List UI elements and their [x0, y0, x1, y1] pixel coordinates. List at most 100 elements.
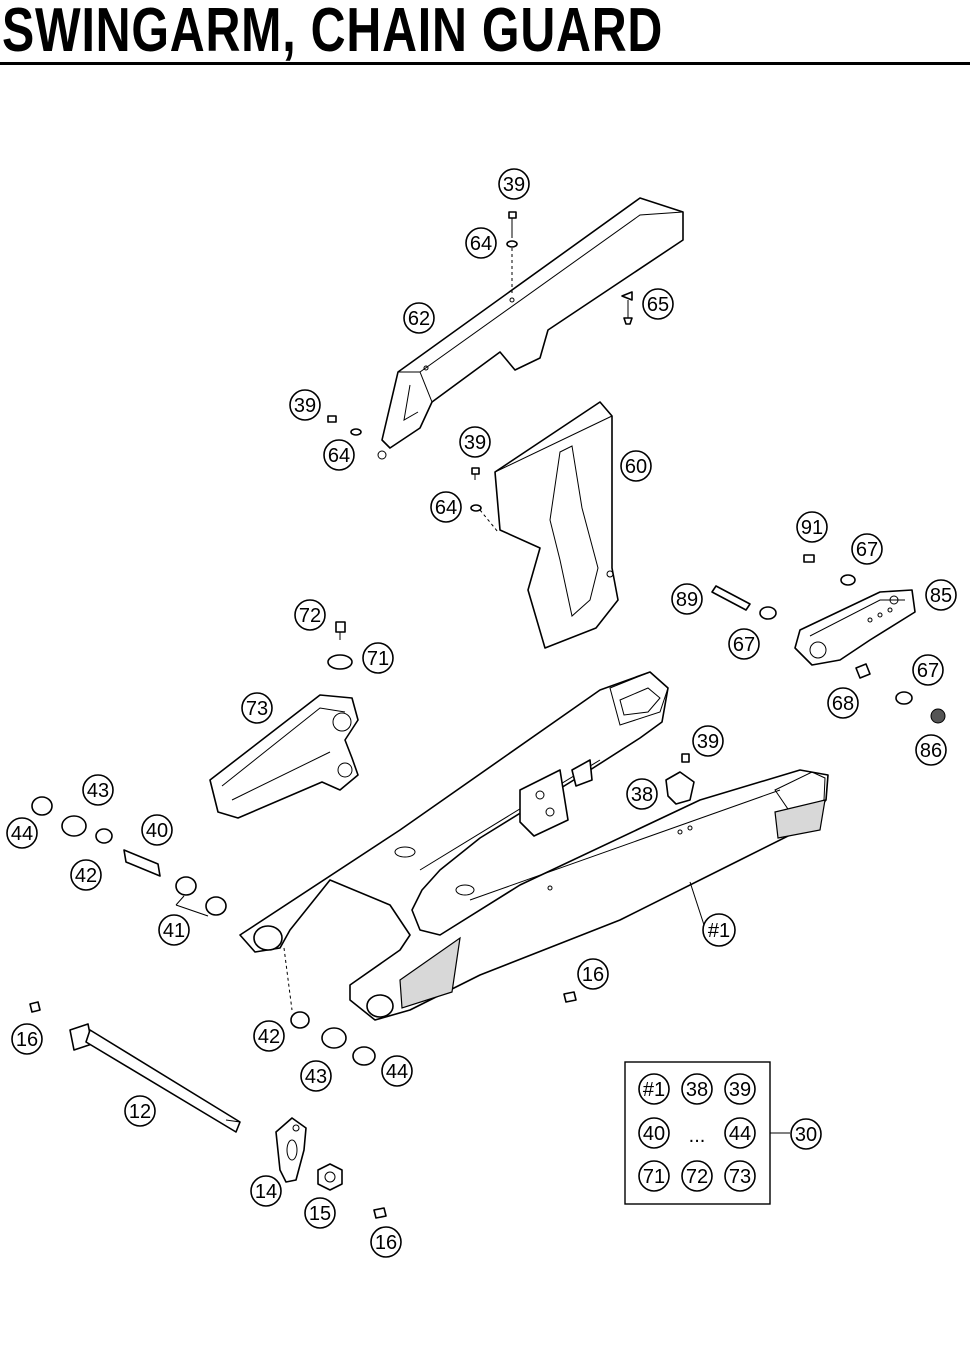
- svg-text:40: 40: [146, 820, 168, 842]
- svg-text:16: 16: [375, 1232, 397, 1254]
- bolt-washer-left-part: [327, 415, 362, 436]
- pivot-bearings-left-part: [31, 796, 227, 917]
- chain-guide-hardware-part: [711, 554, 946, 724]
- leader-line: [689, 881, 706, 929]
- shaft-nut-part: [317, 1163, 343, 1191]
- kit-contents-box: #1 38 39 40 ... 44 71 72 73 30: [624, 1061, 822, 1205]
- svg-text:44: 44: [729, 1123, 751, 1145]
- svg-text:43: 43: [87, 780, 109, 802]
- callout-43-right: 43: [300, 1060, 332, 1092]
- svg-text:15: 15: [309, 1203, 331, 1225]
- title-underline: [0, 62, 970, 65]
- callout-16-bottom: 16: [370, 1226, 402, 1258]
- svg-text:44: 44: [11, 823, 33, 845]
- kit-item-72: 72: [681, 1160, 713, 1192]
- callout-39-mid: 39: [459, 426, 491, 458]
- callout-swingarm: #1: [702, 913, 736, 947]
- callout-64-left: 64: [323, 439, 355, 471]
- svg-text:73: 73: [246, 698, 268, 720]
- page-title: SWINGARM, CHAIN GUARD: [2, 0, 664, 65]
- bolt-washer-top-part: [506, 211, 518, 295]
- callout-39-top: 39: [498, 168, 530, 200]
- callout-44-right: 44: [381, 1055, 413, 1087]
- svg-text:67: 67: [856, 539, 878, 561]
- svg-text:...: ...: [689, 1125, 706, 1147]
- svg-text:39: 39: [464, 432, 486, 454]
- svg-text:42: 42: [258, 1026, 280, 1048]
- kit-label-30: 30: [790, 1118, 822, 1150]
- svg-text:39: 39: [697, 731, 719, 753]
- callout-65: 65: [642, 288, 674, 320]
- plug-part: [621, 291, 633, 325]
- callout-39-left: 39: [289, 389, 321, 421]
- svg-text:71: 71: [367, 648, 389, 670]
- callout-16-left: 16: [11, 1023, 43, 1055]
- kit-item-ellipsis: ...: [689, 1125, 706, 1147]
- svg-text:43: 43: [305, 1066, 327, 1088]
- callout-67-top: 67: [851, 533, 883, 565]
- bolt-washer-mid-part: [470, 467, 499, 533]
- kit-item-1: #1: [638, 1073, 670, 1105]
- callout-91: 91: [796, 511, 828, 543]
- svg-text:#1: #1: [708, 920, 730, 942]
- shaft-plate-part: [275, 1117, 307, 1183]
- callout-42-left: 42: [70, 859, 102, 891]
- callout-44-left: 44: [6, 817, 38, 849]
- svg-text:72: 72: [299, 605, 321, 627]
- callout-15: 15: [304, 1197, 336, 1229]
- svg-text:39: 39: [729, 1079, 751, 1101]
- callout-67-right: 67: [912, 654, 944, 686]
- svg-text:38: 38: [631, 784, 653, 806]
- callout-85: 85: [925, 579, 957, 611]
- callout-41: 41: [158, 914, 190, 946]
- svg-text:16: 16: [582, 964, 604, 986]
- kit-item-73: 73: [724, 1160, 756, 1192]
- svg-text:85: 85: [930, 585, 952, 607]
- callout-68: 68: [827, 687, 859, 719]
- svg-text:89: 89: [676, 589, 698, 611]
- chain-guard-lower-part: [494, 401, 619, 649]
- callout-89: 89: [671, 583, 703, 615]
- callout-14: 14: [250, 1175, 282, 1207]
- svg-text:65: 65: [647, 294, 669, 316]
- guard-bracket-part: [665, 753, 695, 805]
- callout-73: 73: [241, 692, 273, 724]
- chain-guard-upper-part: [377, 197, 684, 460]
- callout-64-top: 64: [465, 227, 497, 259]
- slider-bolt-part: [327, 621, 353, 670]
- svg-text:64: 64: [328, 445, 350, 467]
- svg-text:73: 73: [729, 1166, 751, 1188]
- pivot-shaft-part: [69, 1023, 241, 1133]
- kit-item-44: 44: [724, 1117, 756, 1149]
- svg-text:71: 71: [643, 1166, 665, 1188]
- leader-line: [283, 947, 293, 1011]
- svg-text:30: 30: [795, 1124, 817, 1146]
- callout-60: 60: [620, 450, 652, 482]
- pivot-bearings-right-part: [290, 1011, 376, 1066]
- svg-text:42: 42: [75, 865, 97, 887]
- svg-text:39: 39: [503, 174, 525, 196]
- callout-39-bracket: 39: [692, 725, 724, 757]
- svg-text:91: 91: [801, 517, 823, 539]
- plugs-part: [29, 991, 577, 1219]
- callout-86: 86: [915, 734, 947, 766]
- callout-16-right: 16: [577, 958, 609, 990]
- kit-item-71: 71: [638, 1160, 670, 1192]
- svg-text:16: 16: [16, 1029, 38, 1051]
- svg-text:44: 44: [386, 1061, 408, 1083]
- callout-62: 62: [403, 302, 435, 334]
- svg-text:39: 39: [294, 395, 316, 417]
- svg-text:64: 64: [470, 233, 492, 255]
- callout-71: 71: [362, 642, 394, 674]
- kit-item-40: 40: [638, 1117, 670, 1149]
- svg-text:67: 67: [917, 660, 939, 682]
- svg-text:38: 38: [686, 1079, 708, 1101]
- swingarm-bracket-part: [519, 759, 593, 837]
- svg-text:12: 12: [129, 1101, 151, 1123]
- svg-text:41: 41: [163, 920, 185, 942]
- svg-text:40: 40: [643, 1123, 665, 1145]
- callout-64-mid: 64: [430, 491, 462, 523]
- chain-guide-part: [794, 589, 916, 666]
- svg-text:72: 72: [686, 1166, 708, 1188]
